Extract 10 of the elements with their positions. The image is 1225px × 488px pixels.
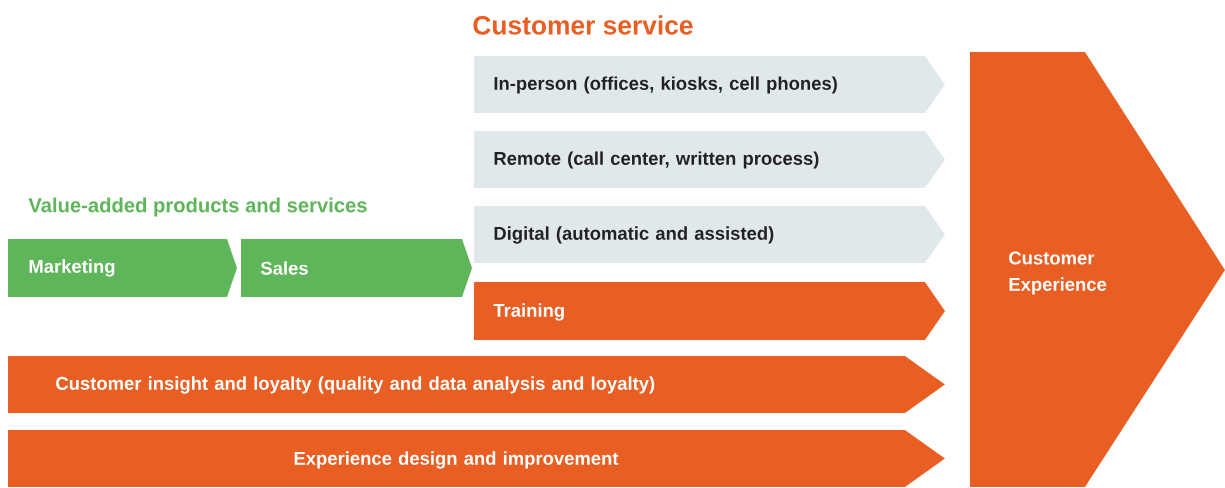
- chevron-band: Remote (call center, written process): [474, 131, 945, 188]
- chevron-band: Sales: [241, 239, 472, 297]
- chevron-band: Marketing: [8, 239, 237, 297]
- chevron-band: Customer Experience: [970, 52, 1225, 487]
- chevron-band: Training: [474, 282, 945, 340]
- chevron-band: Experience design and improvement: [8, 430, 945, 487]
- chevron-band: Digital (automatic and assisted): [474, 206, 945, 263]
- group-heading: Value-added products and services: [28, 197, 367, 217]
- chevron-band: In-person (offices, kiosks, cell phones): [474, 56, 945, 113]
- chevron-band: Customer insight and loyalty (quality and data analysis and loyalty): [8, 356, 945, 413]
